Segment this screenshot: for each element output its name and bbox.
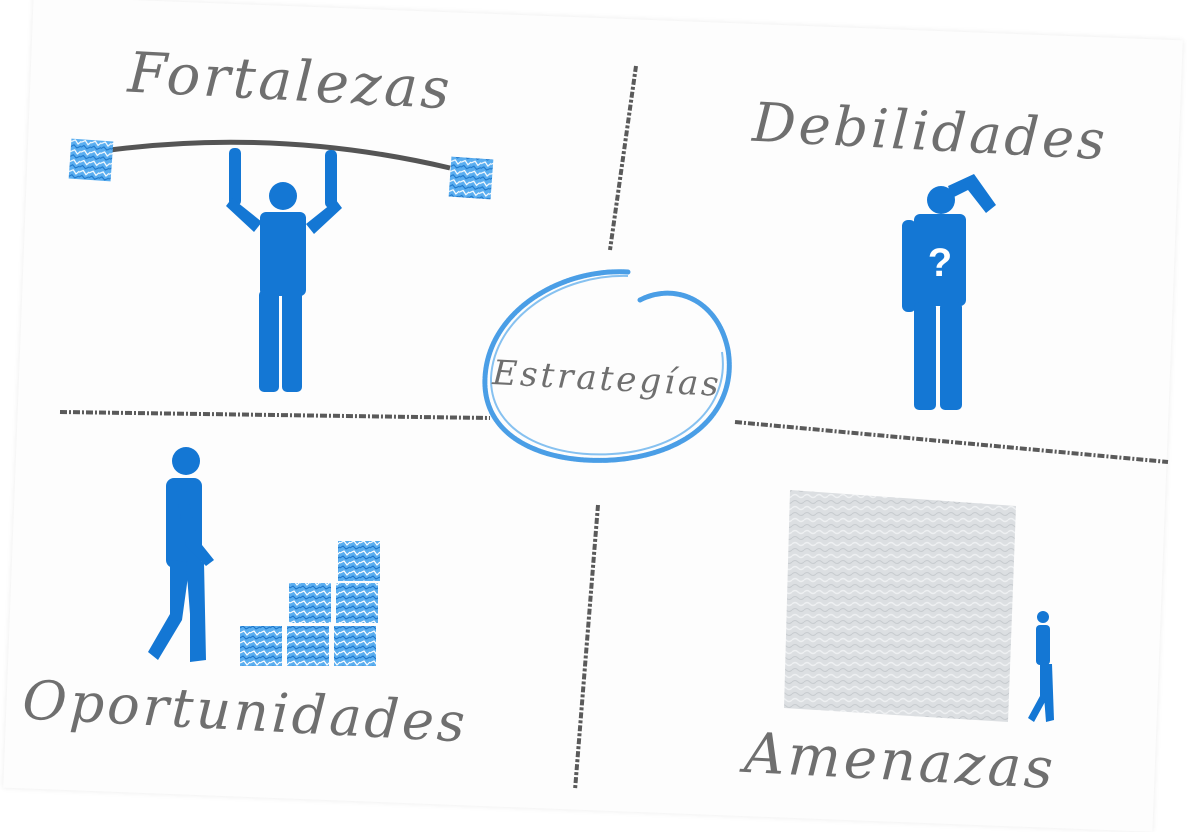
strategy-circle: Estrategías (482, 269, 732, 463)
question-mark-icon: ? (928, 241, 952, 285)
small-walking-person-icon (1028, 611, 1054, 722)
divider-lines (59, 65, 1169, 791)
divider-top-vertical (608, 65, 638, 251)
quadrant-title-amenazas: Amenazas (738, 721, 1058, 802)
amenazas-wall-icon (784, 490, 1016, 722)
confused-person-icon: ? (902, 174, 996, 410)
divider-right-horizontal (734, 420, 1169, 464)
quadrant-title-oportunidades: Oportunidades (21, 668, 469, 754)
divider-left-horizontal (59, 410, 491, 420)
walking-person-icon (148, 447, 214, 662)
quadrant-title-debilidades: Debilidades (750, 91, 1109, 173)
center-label: Estrategías (490, 353, 722, 405)
divider-bottom-vertical (573, 504, 600, 791)
weightlifter-icon (68, 138, 494, 392)
stair-boxes-icon (240, 541, 380, 666)
quadrant-title-fortalezas: Fortalezas (125, 40, 454, 122)
